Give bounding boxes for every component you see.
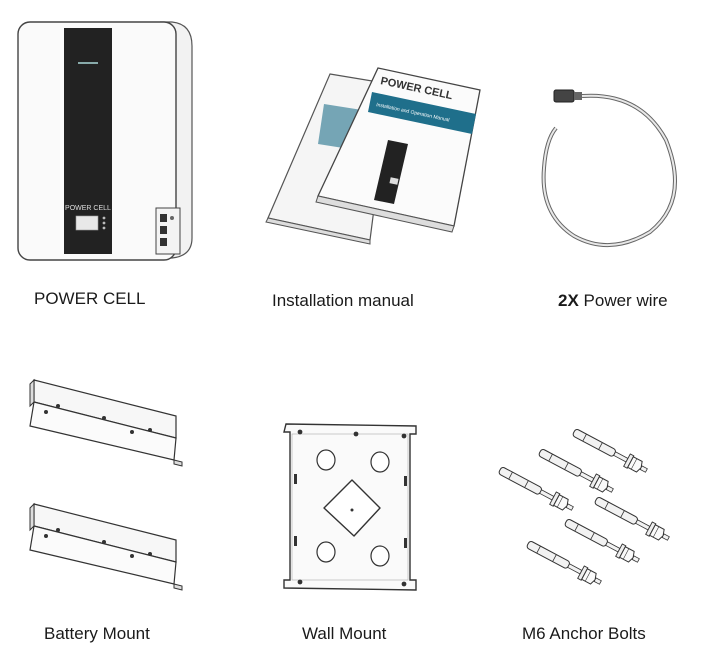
wall-mount-plate-icon [283, 423, 417, 591]
anchor-bolt-icon [496, 425, 673, 590]
package-item-m6-anchor-bolts: M6 Anchor Bolts [470, 340, 701, 658]
package-item-battery-mount: Battery Mount [0, 340, 230, 658]
device-brand-label: POWER CELL [65, 205, 111, 212]
quantity-prefix: 2X [558, 291, 579, 310]
package-item-installation-manual: POWER CELL Installation and Operation Ma… [230, 0, 481, 320]
package-item-power-wire: 2X Power wire [470, 0, 701, 320]
item-caption: Installation manual [272, 291, 414, 310]
item-caption: M6 Anchor Bolts [522, 624, 646, 643]
package-item-wall-mount: Wall Mount [230, 340, 470, 658]
power-wire-icon [541, 89, 677, 247]
battery-mount-bracket-icon [29, 378, 183, 591]
item-caption: POWER CELL [34, 289, 146, 308]
battery-unit-icon: POWER CELL [17, 21, 193, 261]
manual-booklet-icon: POWER CELL Installation and Operation Ma… [265, 67, 481, 245]
item-caption: Power wire [583, 291, 668, 310]
item-caption: Battery Mount [44, 624, 150, 643]
package-item-power-cell: POWER CELL POWER CELL [0, 0, 230, 320]
item-caption-line: 2X Power wire [558, 291, 668, 311]
item-caption: Wall Mount [302, 624, 387, 643]
